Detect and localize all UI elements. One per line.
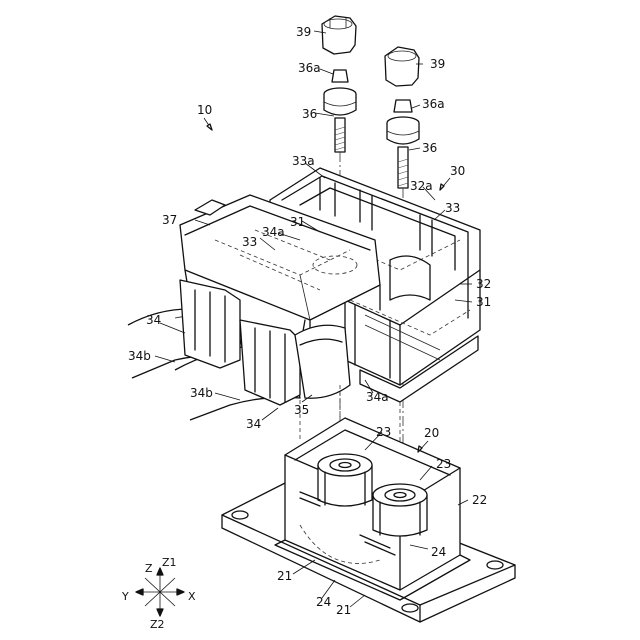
label-bus-right: 32a bbox=[410, 179, 433, 193]
axis-indicator: Z Z1 X Y Z2 bbox=[121, 556, 196, 631]
label-assembly: 10 bbox=[197, 103, 212, 117]
label-seal-24-right: 24 bbox=[431, 545, 446, 559]
label-housing-31-top: 31 bbox=[290, 215, 305, 229]
axis-label-z1: Z1 bbox=[162, 556, 177, 569]
label-frame-32: 32 bbox=[476, 277, 491, 291]
post-23-left bbox=[318, 454, 372, 506]
axis-label-x: X bbox=[188, 590, 196, 603]
label-washer-left: 36a bbox=[298, 61, 321, 75]
label-bolt-right: 36 bbox=[422, 141, 437, 155]
post-23-right bbox=[373, 484, 427, 536]
label-cable-34-upper: 34 bbox=[146, 313, 161, 327]
axis-label-z2: Z2 bbox=[150, 618, 165, 631]
label-bus-left: 33a bbox=[292, 154, 315, 168]
label-body-21-bottom: 21 bbox=[336, 603, 351, 617]
label-sheath-34b-lower: 34b bbox=[190, 386, 213, 400]
label-housing-31-right: 31 bbox=[476, 295, 491, 309]
bolt-right bbox=[387, 100, 419, 188]
label-bolt-left: 36 bbox=[302, 107, 317, 121]
label-nut-left: 39 bbox=[296, 25, 311, 39]
label-nut-right: 39 bbox=[430, 57, 445, 71]
label-seal-24-left: 24 bbox=[316, 595, 331, 609]
nut-right bbox=[385, 47, 419, 86]
bolt-left bbox=[324, 70, 356, 152]
holder-35 bbox=[295, 325, 350, 398]
label-washer-right: 36a bbox=[422, 97, 445, 111]
label-terminal-33-left: 33 bbox=[242, 235, 257, 249]
label-base-22: 22 bbox=[472, 493, 487, 507]
label-busbar-34a-top: 34a bbox=[262, 225, 285, 239]
label-first-unit: 30 bbox=[450, 164, 465, 178]
axis-label-z: Z bbox=[145, 562, 153, 575]
label-holder-35: 35 bbox=[294, 403, 309, 417]
label-body-21-left: 21 bbox=[277, 569, 292, 583]
label-terminal-33-top: 33 bbox=[445, 201, 460, 215]
label-sheath-34b-upper: 34b bbox=[128, 349, 151, 363]
label-busbar-34a-bottom: 34a bbox=[366, 390, 389, 404]
label-post-23-left: 23 bbox=[376, 425, 391, 439]
label-post-23-right: 23 bbox=[436, 457, 451, 471]
label-second-unit: 20 bbox=[424, 426, 439, 440]
nut-left bbox=[322, 16, 356, 54]
label-cable-34-lower: 34 bbox=[246, 417, 261, 431]
label-cover: 37 bbox=[162, 213, 177, 227]
axis-label-y: Y bbox=[121, 590, 129, 603]
